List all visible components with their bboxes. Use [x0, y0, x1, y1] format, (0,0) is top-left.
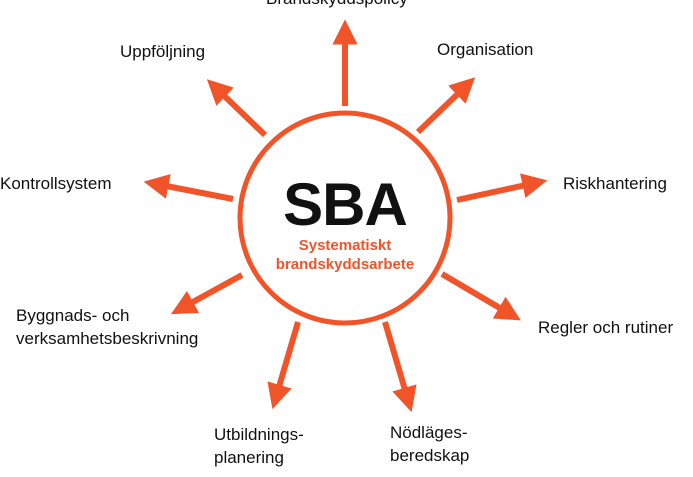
arrow-kontrollsystem [143, 174, 234, 202]
arrow-regler-och-rutiner [440, 271, 521, 321]
node-label-organisation: Organisation [437, 40, 534, 59]
node-label-byggnads-och-verksamhetsbeskrivning: Byggnads- och verksamhetsbeskrivning [16, 304, 198, 350]
node-label-riskhantering: Riskhantering [563, 174, 667, 193]
node-label-utbildningsplanering-line2: planering [214, 448, 284, 467]
node-label-brandskyddspolicy: Brandskyddspolicy [266, 0, 408, 10]
arrow-riskhantering [456, 173, 548, 203]
node-label-nodlagesberedskap: Nödläges- beredskap [390, 421, 469, 467]
arrow-byggnads-och-verksamhetsbeskrivning [170, 272, 244, 315]
node-label-uppfoljning: Uppföljning [120, 42, 206, 61]
center-title: SBA [283, 171, 408, 238]
node-label-nodlagesberedskap-line1: Nödläges- [390, 423, 468, 442]
node-label-byggnads-line1: Byggnads- och [16, 306, 130, 325]
node-label-utbildningsplanering: Utbildnings- planering [214, 423, 304, 469]
arrow-nodlagesberedskap [382, 321, 417, 413]
node-label-regler-och-rutiner: Regler och rutiner [538, 318, 674, 337]
arrow-organisation [415, 77, 476, 135]
center-subtitle-line2: brandskyddsarbete [275, 256, 415, 273]
node-label-nodlagesberedskap-line2: beredskap [390, 446, 470, 465]
arrow-utbildningsplanering [267, 321, 301, 410]
node-label-kontrollsystem: Kontrollsystem [0, 174, 112, 193]
node-label-utbildningsplanering-line1: Utbildnings- [214, 425, 304, 444]
center-circle [237, 110, 453, 326]
arrow-uppfoljning [206, 79, 268, 138]
node-label-byggnads-line2: verksamhetsbeskrivning [16, 329, 199, 348]
center-subtitle: Systematiskt brandskyddsarbete [255, 236, 435, 274]
center-subtitle-line1: Systematiskt [298, 237, 392, 254]
